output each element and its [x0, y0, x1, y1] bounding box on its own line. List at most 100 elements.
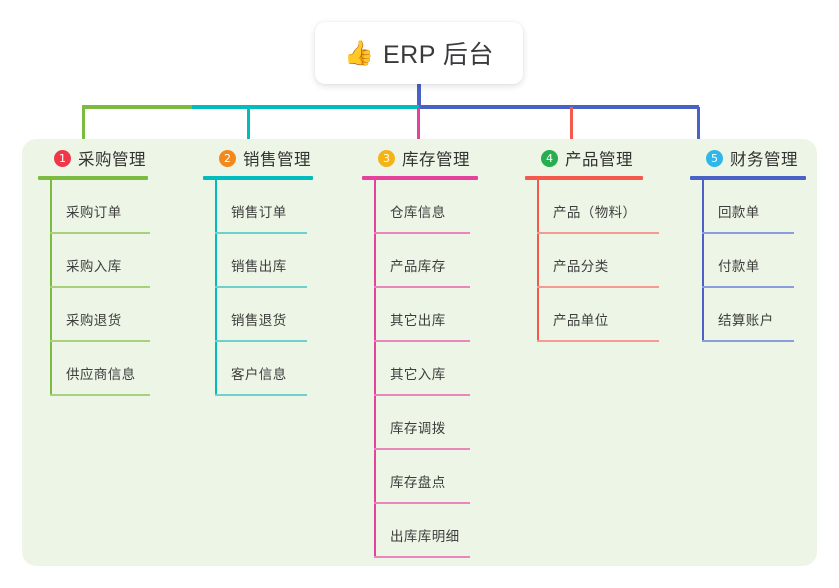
branch-header-3[interactable]: 3 库存管理 [362, 146, 478, 170]
branch-item-label: 库存调拨 [390, 421, 446, 436]
branch-item[interactable]: 付款单 [690, 234, 806, 288]
branch-item-underline [50, 340, 150, 342]
branch-item[interactable]: 产品分类 [525, 234, 659, 288]
connector-drop-1 [82, 107, 85, 141]
branch-item-underline [374, 394, 470, 396]
branch-spine [702, 180, 704, 342]
branch-item-label: 采购退货 [66, 313, 122, 328]
branch-item-label: 销售退货 [231, 313, 287, 328]
branch-header-bar [690, 176, 806, 180]
branch-title: 库存管理 [402, 151, 470, 169]
branch-item-label: 销售订单 [231, 205, 287, 220]
branch-item-underline [374, 286, 470, 288]
branch-item[interactable]: 出库库明细 [362, 504, 478, 558]
branch-item[interactable]: 产品（物料） [525, 180, 659, 234]
connector-bus-segment-1 [82, 105, 192, 109]
branch-column-3: 3 库存管理仓库信息产品库存其它出库其它入库库存调拨库存盘点出库库明细 [362, 146, 478, 558]
branch-number-badge: 1 [54, 149, 71, 167]
branch-column-5: 5 财务管理回款单付款单结算账户 [690, 146, 806, 342]
branch-item[interactable]: 库存盘点 [362, 450, 478, 504]
branch-item-label: 产品（物料） [553, 205, 637, 220]
branch-item-label: 仓库信息 [390, 205, 446, 220]
branch-item-underline [537, 340, 659, 342]
branch-spine [374, 180, 376, 558]
branch-item[interactable]: 销售退货 [203, 288, 313, 342]
branch-spine [50, 180, 52, 396]
branch-item-label: 结算账户 [718, 313, 774, 328]
branch-items: 采购订单采购入库采购退货供应商信息 [38, 180, 150, 396]
branch-items: 回款单付款单结算账户 [690, 180, 806, 342]
branch-title: 财务管理 [730, 151, 798, 169]
branch-item-underline [215, 286, 307, 288]
branch-item[interactable]: 采购入库 [38, 234, 150, 288]
thumbs-up-icon: 👍 [344, 39, 374, 67]
branch-item-underline [702, 286, 794, 288]
branch-title: 销售管理 [243, 151, 311, 169]
connector-drop-3 [417, 107, 420, 141]
connector-drop-5 [697, 107, 700, 141]
branch-number-badge: 3 [378, 149, 395, 167]
branch-header-bar [38, 176, 148, 180]
branch-item-underline [374, 340, 470, 342]
branch-item-underline [537, 286, 659, 288]
branch-item[interactable]: 仓库信息 [362, 180, 478, 234]
branch-items: 销售订单销售出库销售退货客户信息 [203, 180, 313, 396]
branch-item-underline [374, 232, 470, 234]
branch-item-underline [50, 232, 150, 234]
branch-item-label: 其它入库 [390, 367, 446, 382]
branch-item-label: 采购入库 [66, 259, 122, 274]
branch-number-badge: 2 [219, 149, 236, 167]
branch-item-label: 付款单 [718, 259, 760, 274]
branch-item-underline [215, 232, 307, 234]
branch-column-4: 4 产品管理产品（物料） 产品分类产品单位 [525, 146, 659, 342]
branch-item-underline [215, 340, 307, 342]
branch-item[interactable]: 库存调拨 [362, 396, 478, 450]
branch-item-underline [374, 448, 470, 450]
branch-item[interactable]: 采购退货 [38, 288, 150, 342]
branch-item-label: 出库库明细 [390, 529, 460, 544]
branch-header-bar [525, 176, 643, 180]
branch-number-badge: 5 [706, 149, 723, 167]
connector-drop-2 [247, 107, 250, 141]
branch-column-1: 1 采购管理采购订单采购入库采购退货供应商信息 [38, 146, 150, 396]
branch-item-underline [702, 340, 794, 342]
branch-header-4[interactable]: 4 产品管理 [525, 146, 643, 170]
branch-header-1[interactable]: 1 采购管理 [38, 146, 148, 170]
diagram-panel [22, 139, 817, 566]
branch-item-label: 客户信息 [231, 367, 287, 382]
branch-item-underline [537, 232, 659, 234]
branch-item-underline [50, 394, 150, 396]
branch-item[interactable]: 客户信息 [203, 342, 313, 396]
branch-item-label: 产品分类 [553, 259, 609, 274]
branch-item-label: 回款单 [718, 205, 760, 220]
branch-number-badge: 4 [541, 149, 558, 167]
branch-item[interactable]: 销售订单 [203, 180, 313, 234]
branch-item[interactable]: 销售出库 [203, 234, 313, 288]
branch-item[interactable]: 其它出库 [362, 288, 478, 342]
root-node-erp-backend[interactable]: 👍 ERP 后台 [315, 22, 523, 84]
branch-item[interactable]: 供应商信息 [38, 342, 150, 396]
branch-item[interactable]: 产品库存 [362, 234, 478, 288]
branch-item[interactable]: 采购订单 [38, 180, 150, 234]
branch-item[interactable]: 回款单 [690, 180, 806, 234]
branch-header-bar [203, 176, 313, 180]
branch-spine [537, 180, 539, 342]
connector-bus-segment-3 [419, 105, 699, 109]
branch-item-label: 供应商信息 [66, 367, 136, 382]
connector-bus-segment-2 [192, 105, 419, 109]
branch-title: 采购管理 [78, 151, 146, 169]
branch-header-bar [362, 176, 478, 180]
branch-column-2: 2 销售管理销售订单销售出库销售退货客户信息 [203, 146, 313, 396]
branch-item[interactable]: 结算账户 [690, 288, 806, 342]
root-connector-stem [417, 84, 421, 107]
branch-item-underline [215, 394, 307, 396]
branch-item-underline [702, 232, 794, 234]
branch-header-5[interactable]: 5 财务管理 [690, 146, 806, 170]
branch-item[interactable]: 产品单位 [525, 288, 659, 342]
branch-item[interactable]: 其它入库 [362, 342, 478, 396]
branch-spine [215, 180, 217, 396]
branch-header-2[interactable]: 2 销售管理 [203, 146, 313, 170]
branch-item-underline [374, 502, 470, 504]
branch-title: 产品管理 [565, 151, 633, 169]
branch-items: 产品（物料） 产品分类产品单位 [525, 180, 659, 342]
